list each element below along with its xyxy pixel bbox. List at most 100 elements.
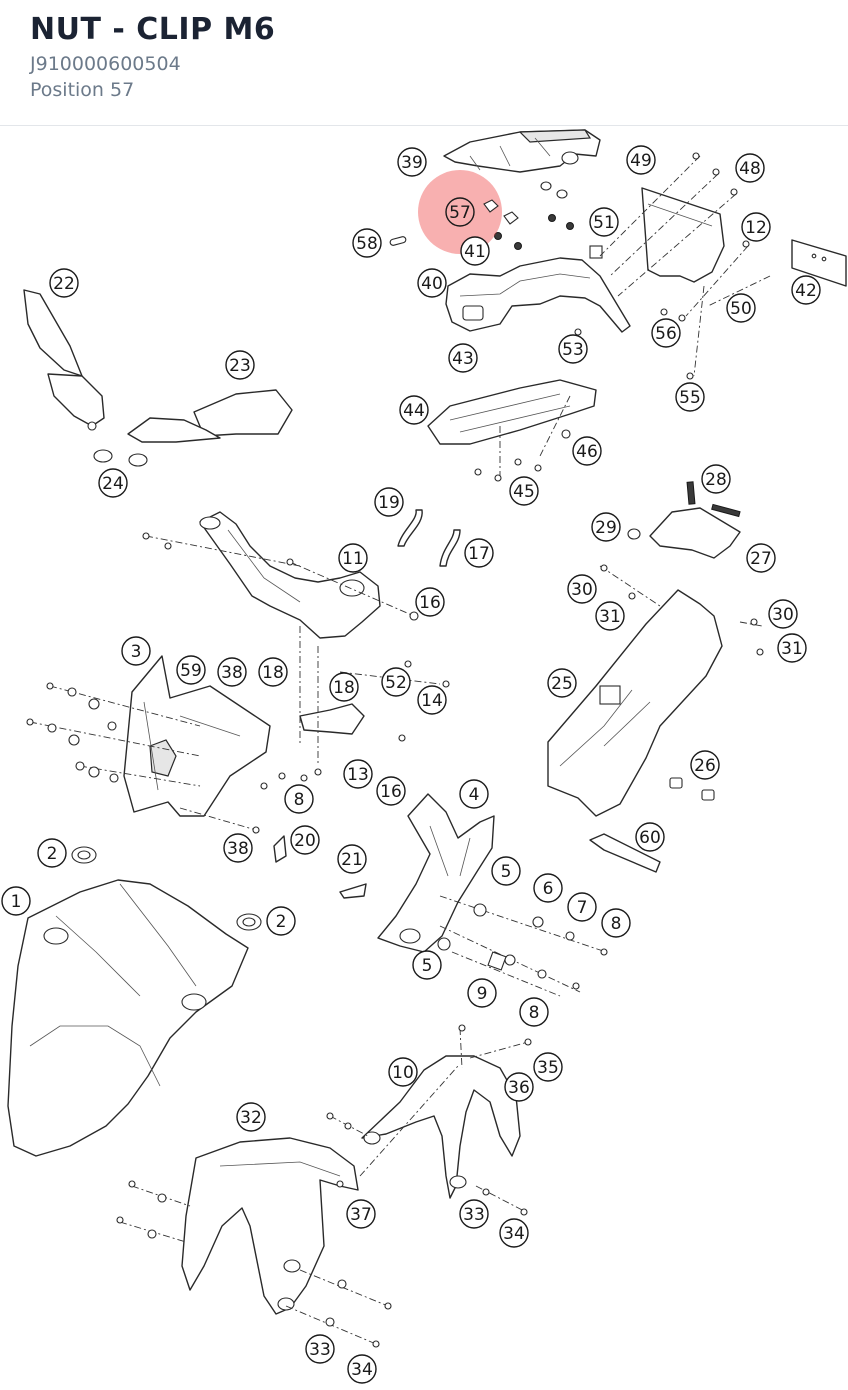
callout-position-42[interactable]: 42 — [791, 275, 821, 305]
left-mirror — [23, 289, 105, 431]
callout-position-35[interactable]: 35 — [533, 1052, 563, 1082]
callout-position-12[interactable]: 12 — [741, 212, 771, 242]
callout-circle — [290, 825, 320, 855]
callout-position-18[interactable]: 18 — [258, 657, 288, 687]
callout-label: 42 — [795, 281, 817, 301]
callout-circle — [445, 197, 475, 227]
callout-label: 29 — [595, 518, 617, 538]
callout-circle — [448, 343, 478, 373]
callout-position-48[interactable]: 48 — [735, 153, 765, 183]
callout-position-34[interactable]: 34 — [499, 1218, 529, 1248]
callout-label: 45 — [513, 482, 535, 502]
callout-position-31[interactable]: 31 — [777, 633, 807, 663]
callout-position-10[interactable]: 10 — [388, 1057, 418, 1087]
callout-label: 49 — [630, 151, 652, 171]
callout-position-30[interactable]: 30 — [567, 574, 597, 604]
callout-position-5[interactable]: 5 — [491, 856, 521, 886]
callout-position-34[interactable]: 34 — [347, 1354, 377, 1384]
callout-position-2[interactable]: 2 — [266, 906, 296, 936]
callout-position-3[interactable]: 3 — [121, 636, 151, 666]
callout-position-13[interactable]: 13 — [343, 759, 373, 789]
callout-position-17[interactable]: 17 — [464, 538, 494, 568]
callout-position-46[interactable]: 46 — [572, 436, 602, 466]
license-plate-bracket — [641, 187, 725, 283]
callout-position-56[interactable]: 56 — [651, 318, 681, 348]
callout-position-22[interactable]: 22 — [49, 268, 79, 298]
callout-circle — [412, 950, 442, 980]
callout-circle — [467, 978, 497, 1008]
callout-position-41[interactable]: 41 — [460, 236, 490, 266]
callout-position-36[interactable]: 36 — [504, 1072, 534, 1102]
callout-position-18[interactable]: 18 — [329, 672, 359, 702]
callout-position-24[interactable]: 24 — [98, 468, 128, 498]
callout-position-58[interactable]: 58 — [352, 228, 382, 258]
callout-position-57[interactable]: 57 — [445, 197, 475, 227]
callout-position-40[interactable]: 40 — [417, 268, 447, 298]
callout-position-6[interactable]: 6 — [533, 873, 563, 903]
callout-position-51[interactable]: 51 — [589, 207, 619, 237]
callout-position-33[interactable]: 33 — [459, 1199, 489, 1229]
callout-position-43[interactable]: 43 — [448, 343, 478, 373]
callout-circle — [376, 776, 406, 806]
callout-label: 39 — [401, 153, 423, 173]
callout-label: 5 — [501, 862, 512, 882]
callout-position-38[interactable]: 38 — [223, 833, 253, 863]
callout-position-1[interactable]: 1 — [1, 886, 31, 916]
side-bracket-small — [273, 835, 367, 899]
callout-position-33[interactable]: 33 — [305, 1334, 335, 1364]
callout-position-28[interactable]: 28 — [701, 464, 731, 494]
callout-position-23[interactable]: 23 — [225, 350, 255, 380]
callout-position-19[interactable]: 19 — [374, 487, 404, 517]
callout-position-8[interactable]: 8 — [284, 784, 314, 814]
callout-label: 18 — [262, 663, 284, 683]
callout-position-20[interactable]: 20 — [290, 825, 320, 855]
callout-circle — [768, 599, 798, 629]
callout-position-4[interactable]: 4 — [459, 779, 489, 809]
callout-position-38[interactable]: 38 — [217, 657, 247, 687]
callout-position-27[interactable]: 27 — [746, 543, 776, 573]
callout-position-16[interactable]: 16 — [376, 776, 406, 806]
callout-position-49[interactable]: 49 — [626, 145, 656, 175]
callout-position-39[interactable]: 39 — [397, 147, 427, 177]
callout-position-50[interactable]: 50 — [726, 293, 756, 323]
grommets — [71, 846, 262, 931]
reflector-plate — [791, 239, 847, 287]
callout-position-60[interactable]: 60 — [635, 822, 665, 852]
callout-label: 31 — [599, 607, 621, 627]
callout-position-32[interactable]: 32 — [236, 1102, 266, 1132]
tail-section-top — [443, 129, 601, 173]
callout-circle — [347, 1354, 377, 1384]
callout-position-26[interactable]: 26 — [690, 750, 720, 780]
callout-position-14[interactable]: 14 — [417, 685, 447, 715]
callout-label: 18 — [333, 678, 355, 698]
callout-label: 19 — [378, 493, 400, 513]
callout-position-9[interactable]: 9 — [467, 978, 497, 1008]
callout-position-37[interactable]: 37 — [346, 1199, 376, 1229]
callout-position-8[interactable]: 8 — [601, 908, 631, 938]
callout-position-5[interactable]: 5 — [412, 950, 442, 980]
callout-position-53[interactable]: 53 — [558, 334, 588, 364]
exploded-parts-diagram: 5739494851125841424022505653432355444624… — [1, 129, 847, 1384]
callout-circle — [601, 908, 631, 938]
callout-position-25[interactable]: 25 — [547, 668, 577, 698]
callout-position-7[interactable]: 7 — [567, 892, 597, 922]
callout-position-45[interactable]: 45 — [509, 476, 539, 506]
callout-label: 25 — [551, 674, 573, 694]
callout-position-30[interactable]: 30 — [768, 599, 798, 629]
tail-cowl-small — [627, 481, 741, 559]
callout-position-2[interactable]: 2 — [37, 838, 67, 868]
callout-position-29[interactable]: 29 — [591, 512, 621, 542]
callout-circle — [397, 147, 427, 177]
callout-position-16[interactable]: 16 — [415, 587, 445, 617]
callout-circle — [499, 1218, 529, 1248]
callout-position-8[interactable]: 8 — [519, 997, 549, 1027]
selected-position-highlight — [418, 170, 502, 254]
callout-position-44[interactable]: 44 — [399, 395, 429, 425]
callout-position-52[interactable]: 52 — [381, 667, 411, 697]
callout-label: 22 — [53, 274, 75, 294]
callout-position-11[interactable]: 11 — [338, 543, 368, 573]
callout-position-21[interactable]: 21 — [337, 844, 367, 874]
callout-position-59[interactable]: 59 — [176, 655, 206, 685]
callout-position-31[interactable]: 31 — [595, 601, 625, 631]
callout-position-55[interactable]: 55 — [675, 382, 705, 412]
